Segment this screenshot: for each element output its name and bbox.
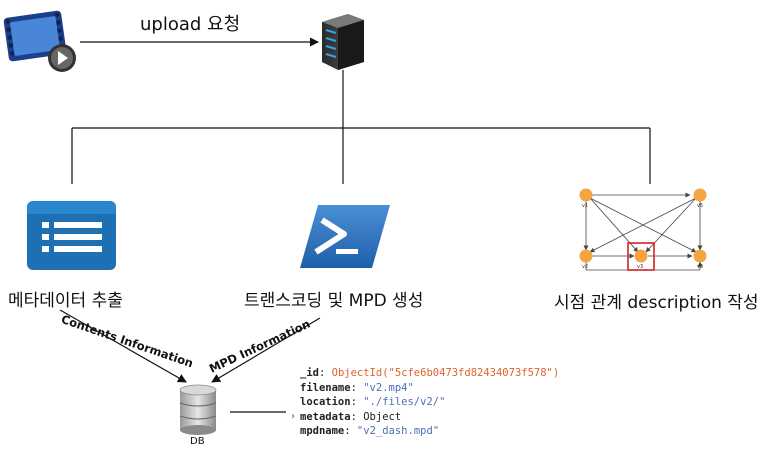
node-label: v6: [697, 264, 703, 270]
relation-graph: v1 v5 v2 v3 v6: [579, 188, 707, 271]
record-field-metadata[interactable]: › metadata: Object: [290, 410, 402, 423]
record-field-mpdname: mpdname: "v2_dash.mpd": [300, 425, 440, 438]
metadata-extract-label: 메타데이터 추출: [8, 291, 123, 311]
field-value: "./files/v2/": [363, 396, 446, 409]
field-value: "v2.mp4": [363, 381, 414, 394]
graph-node: [693, 188, 707, 202]
node-label: v5: [697, 203, 703, 209]
tree-connector: [71, 70, 651, 184]
video-film-icon: [3, 10, 76, 72]
record-field-filename: filename: "v2.mp4": [300, 381, 414, 394]
node-label: v3: [637, 264, 643, 270]
field-key: _id: [300, 367, 319, 379]
record-field-location: location: "./files/v2/": [300, 396, 446, 409]
powershell-icon: [300, 205, 390, 268]
upload-request-label: upload 요청: [140, 14, 241, 35]
field-value: Object: [363, 410, 402, 423]
node-label: v1: [582, 203, 588, 209]
field-value: "v2_dash.mpd": [356, 425, 440, 438]
list-app-icon: [27, 201, 116, 270]
database-icon: [179, 384, 217, 435]
record-field-id: _id: ObjectId("5cfe6b0473fd82434073f578"…: [300, 367, 560, 379]
expand-caret-icon[interactable]: ›: [290, 410, 297, 422]
temporal-relation-label: 시점 관계 description 작성: [554, 293, 759, 313]
contents-arrow: [59, 309, 187, 383]
node-label: v2: [582, 264, 588, 270]
mpd-arrow: [211, 317, 321, 383]
transcoding-label: 트랜스코딩 및 MPD 생성: [244, 291, 424, 311]
graph-node: [579, 249, 593, 263]
server-icon: [322, 14, 364, 70]
field-key: metadata: [300, 410, 351, 423]
field-value: ObjectId("5cfe6b0473fd82434073f578"): [331, 367, 560, 379]
highlight-box: [627, 242, 655, 271]
field-key: location: [300, 396, 351, 409]
db-record: _id: ObjectId("5cfe6b0473fd82434073f578"…: [290, 366, 560, 439]
graph-node: [693, 249, 707, 263]
db-label: DB: [190, 436, 205, 447]
graph-node: [579, 188, 593, 202]
field-key: filename: [300, 381, 351, 394]
field-key: mpdname: [300, 425, 345, 438]
graph-node: [634, 249, 648, 263]
